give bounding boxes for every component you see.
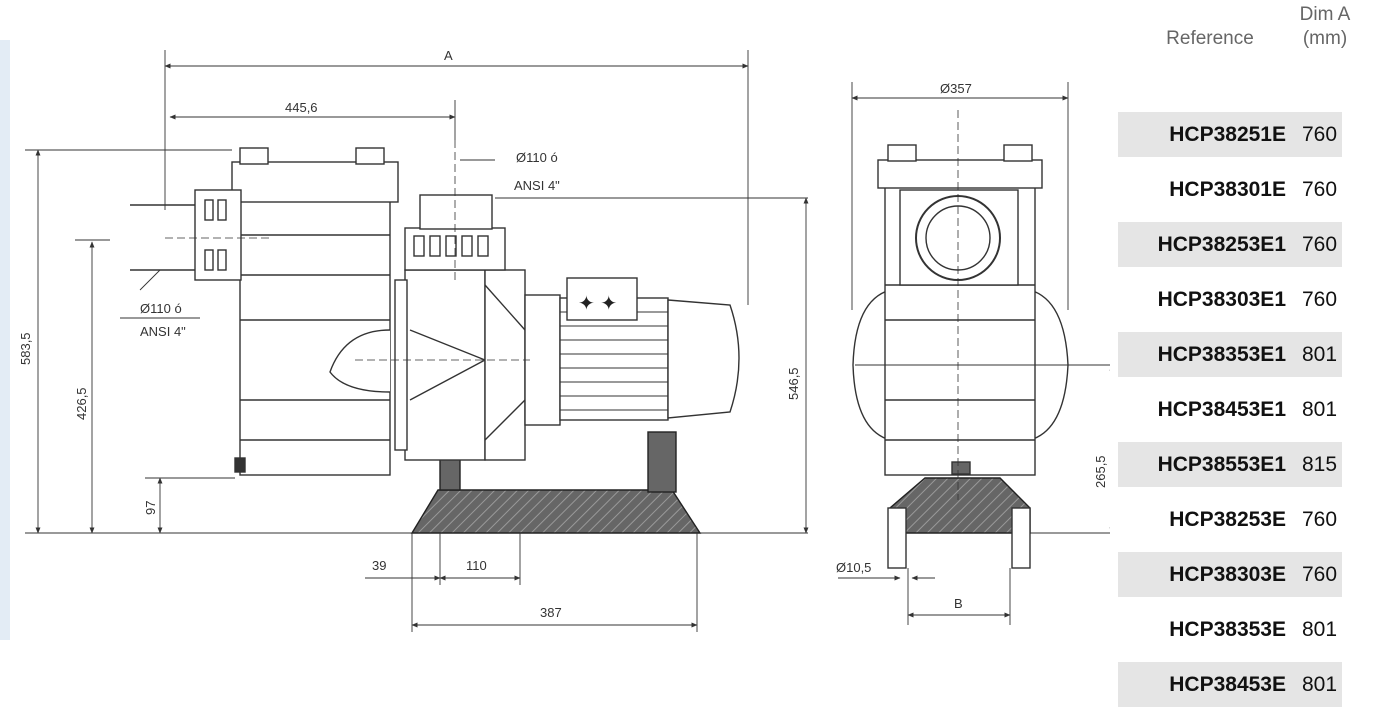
dim-a-cell: 760 xyxy=(1290,222,1342,267)
reference-cell: HCP38253E1 xyxy=(1118,222,1290,267)
dim-a-cell: 760 xyxy=(1302,288,1338,311)
dim-a-cell: 801 xyxy=(1290,662,1342,707)
motor-foot xyxy=(647,431,677,493)
pump-base xyxy=(410,489,702,534)
dim-387-label: 387 xyxy=(540,605,562,620)
table-row: HCP38353E 801 xyxy=(1118,607,1370,652)
dim-a-cell: 760 xyxy=(1290,112,1342,157)
svg-text:✦ ✦: ✦ ✦ xyxy=(578,293,617,315)
dim-265-label: 265,5 xyxy=(1093,455,1108,488)
dim-b-label: B xyxy=(954,596,963,611)
reference-cell: HCP38251E xyxy=(1118,112,1290,157)
side-view: ✦ ✦ xyxy=(25,50,809,632)
reference-cell: HCP38301E xyxy=(1169,178,1286,201)
front-view xyxy=(838,82,1110,625)
dim-a-cell: 801 xyxy=(1302,398,1338,421)
pump-housing xyxy=(404,269,486,461)
dim-a-cell: 760 xyxy=(1290,552,1342,597)
left-edge-strip xyxy=(0,40,10,640)
dim-a-cell: 801 xyxy=(1290,332,1342,377)
reference-cell: HCP38353E xyxy=(1169,618,1286,641)
dim-39-label: 39 xyxy=(372,558,386,573)
pump-dimension-drawing: ✦ ✦ A 445,6 Ø110 ó xyxy=(18,48,1110,632)
dim-a-cell: 801 xyxy=(1302,618,1338,641)
table-row: HCP38453E1 801 xyxy=(1118,387,1370,432)
dim-outlet-ansi-label: ANSI 4" xyxy=(514,178,560,193)
reference-cell: HCP38353E1 xyxy=(1118,332,1290,377)
reference-cell: HCP38303E1 xyxy=(1157,288,1286,311)
reference-cell: HCP38553E1 xyxy=(1118,442,1290,487)
outlet-pipe xyxy=(419,194,493,230)
header-dim-a: Dim A (mm) xyxy=(1290,3,1360,51)
strainer-lid xyxy=(231,161,399,203)
dim-583-label: 583,5 xyxy=(18,332,33,365)
header-dim-a-unit: (mm) xyxy=(1302,28,1348,49)
terminal-box xyxy=(566,277,638,321)
motor-flange xyxy=(524,294,561,426)
dim-a-cell: 760 xyxy=(1302,508,1338,531)
dim-546-label: 546,5 xyxy=(786,367,801,400)
dim-97-label: 97 xyxy=(143,501,158,515)
dim-110-label: 110 xyxy=(466,558,487,573)
table-row: HCP38253E 760 xyxy=(1118,497,1370,542)
table-row: HCP38303E1 760 xyxy=(1118,277,1370,322)
table-row: HCP38301E 760 xyxy=(1118,167,1370,212)
dim-a-cell: 760 xyxy=(1302,178,1338,201)
dim-hole-label: Ø10,5 xyxy=(836,560,871,575)
front-base xyxy=(889,477,1031,534)
reference-cell: HCP38453E1 xyxy=(1157,398,1286,421)
motor-fan-cover xyxy=(667,299,740,419)
header-dim-a-line1: Dim A xyxy=(1299,4,1351,25)
volute xyxy=(329,329,391,393)
reference-cell: HCP38453E xyxy=(1118,662,1290,707)
dim-357-label: Ø357 xyxy=(940,81,972,96)
reference-cell: HCP38253E xyxy=(1169,508,1286,531)
dim-426-label: 426,5 xyxy=(74,387,89,420)
dim-outlet-diameter-label: Ø110 ó xyxy=(516,150,558,165)
dim-inlet-ansi-label: ANSI 4" xyxy=(140,324,186,339)
dim-a-cell: 815 xyxy=(1290,442,1342,487)
dim-a-label: A xyxy=(444,48,453,63)
dim-445-label: 445,6 xyxy=(285,100,318,115)
header-reference: Reference xyxy=(1166,28,1254,49)
reference-cell: HCP38303E xyxy=(1118,552,1290,597)
dim-inlet-diameter-label: Ø110 ó xyxy=(140,301,182,316)
